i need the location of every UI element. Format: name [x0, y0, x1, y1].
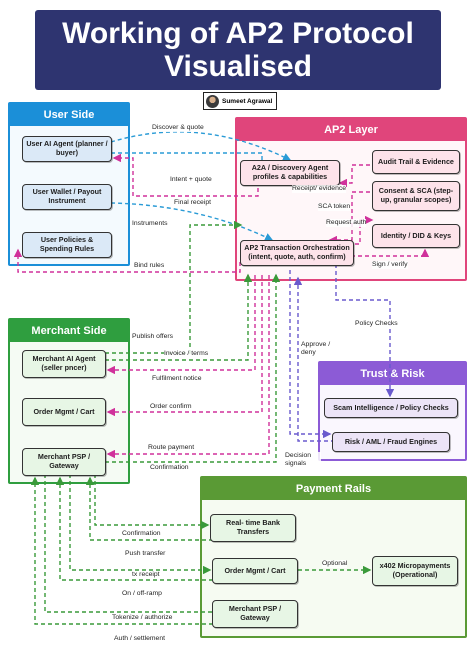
rail-psp-node: Merchant PSP / Gateway [212, 600, 298, 628]
author-badge: Sumeet Agrawal [203, 92, 277, 110]
title-banner: Working of AP2 Protocol Visualised [35, 10, 441, 90]
arrow-tokenize-authorize [44, 474, 222, 617]
label-instruments: Instruments [132, 220, 168, 228]
arrow-discover-quote [110, 131, 292, 161]
user-wallet-node: User Wallet / Payout Instrument [22, 184, 112, 210]
merchant-psp-node: Merchant PSP / Gateway [22, 448, 106, 476]
arrow-auth-settlement [30, 476, 220, 625]
scam-intelligence-node: Scam Intelligence / Policy Checks [324, 398, 458, 418]
label-policy-checks: Policy Checks [355, 320, 398, 328]
user-ai-agent-node: User AI Agent (planner / buyer) [22, 136, 112, 162]
arrow-route-payment [106, 275, 270, 459]
payment-rails-title: Payment Rails [202, 478, 465, 500]
label-decision-signals: Decision signals [285, 452, 321, 468]
arrow-instruments [110, 202, 274, 241]
title-line-2: Visualised [164, 50, 312, 83]
arrow-policy-checks [335, 264, 395, 398]
arrow-on-off-ramp [55, 476, 220, 581]
arrow-final-receipt [112, 153, 259, 197]
label-receipt-evidence: Receipt/ evidence [292, 185, 347, 193]
title-line-1: Working of AP2 Protocol [62, 17, 414, 50]
arrow-order-confirm [106, 275, 263, 417]
arrow-publish-offers [105, 220, 243, 354]
arrow-push-transfer-out [94, 474, 210, 530]
label-order-confirm: Order confirm [150, 403, 192, 411]
rail-order-mgmt-node: Order Mgmt / Cart [212, 558, 298, 584]
label-on-off-ramp: On / off-ramp [122, 590, 162, 598]
merchant-ai-agent-node: Merchant AI Agent (seller pncer) [22, 350, 106, 378]
label-sign-verify: Sign / verify [372, 261, 408, 269]
consent-sca-node: Consent & SCA (step-up, granular scopes) [372, 181, 460, 211]
arrow-intent-quote [111, 152, 267, 177]
label-approve-deny: Approve / deny [301, 341, 343, 357]
order-mgmt-node: Order Mgmt / Cart [22, 398, 106, 426]
a2a-discovery-node: A2A / Discovery Agent profiles & capabil… [240, 160, 340, 186]
identity-did-node: Identity / DID & Keys [372, 224, 460, 248]
user-side-title: User Side [10, 104, 128, 126]
arrow-fulfilment-notice [106, 275, 256, 375]
label-fulfilment-notice: Fulfilment notice [152, 375, 202, 383]
micropayments-node: x402 Micropayments (Operational) [372, 556, 458, 586]
arrow-receipt-evidence [338, 164, 370, 188]
label-invoice-terms: Invoice / terms [164, 350, 209, 358]
arrow-invoice-terms [105, 273, 253, 361]
label-request-auth: Request auth [326, 219, 367, 227]
arrow-sign-verify [330, 248, 430, 257]
arrow-bind-rules [13, 248, 241, 273]
ap2-layer-title: AP2 Layer [237, 119, 465, 141]
label-final-receipt: Final receipt [174, 199, 212, 207]
arrow-approve-deny [289, 270, 332, 439]
label-tokenize-authorize: Tokenize / authorize [112, 614, 173, 622]
author-name: Sumeet Agrawal [222, 97, 273, 105]
label-push-transfer: Push transfer [125, 550, 166, 558]
label-confirmation-2: Confirmation [122, 530, 161, 538]
label-route-payment: Route payment [148, 444, 195, 452]
merchant-side-title: Merchant Side [10, 320, 128, 342]
trust-risk-title: Trust & Risk [320, 363, 465, 385]
avatar [206, 94, 219, 108]
user-policies-node: User Policies & Spending Rules [22, 232, 112, 258]
label-auth-settlement: Auth / settlement [114, 635, 166, 643]
label-discover-quote: Discover & quote [152, 124, 204, 132]
label-intent-quote: Intent + quote [170, 176, 212, 184]
arrow-confirmation-2 [85, 476, 220, 541]
label-tx-receipt: tx receipt [132, 571, 160, 579]
label-bind-rules: Bind rules [134, 262, 165, 270]
label-confirmation-1: Confirmation [150, 464, 189, 472]
label-sca-token: SCA token [318, 203, 351, 211]
label-publish-offers: Publish offers [132, 333, 174, 341]
orchestration-node: AP2 Transaction Orchestration (intent, q… [240, 240, 354, 266]
arrow-sca-token [328, 191, 370, 245]
risk-aml-node: Risk / AML / Fraud Engines [332, 432, 450, 452]
label-optional: Optional [322, 560, 348, 568]
arrow-decision-signals [293, 276, 342, 442]
arrow-tx-receipt [69, 474, 212, 575]
arrow-confirmation-1 [105, 273, 281, 463]
audit-trail-node: Audit Trail & Evidence [372, 150, 460, 174]
bank-transfers-node: Real- time Bank Transfers [210, 514, 296, 542]
